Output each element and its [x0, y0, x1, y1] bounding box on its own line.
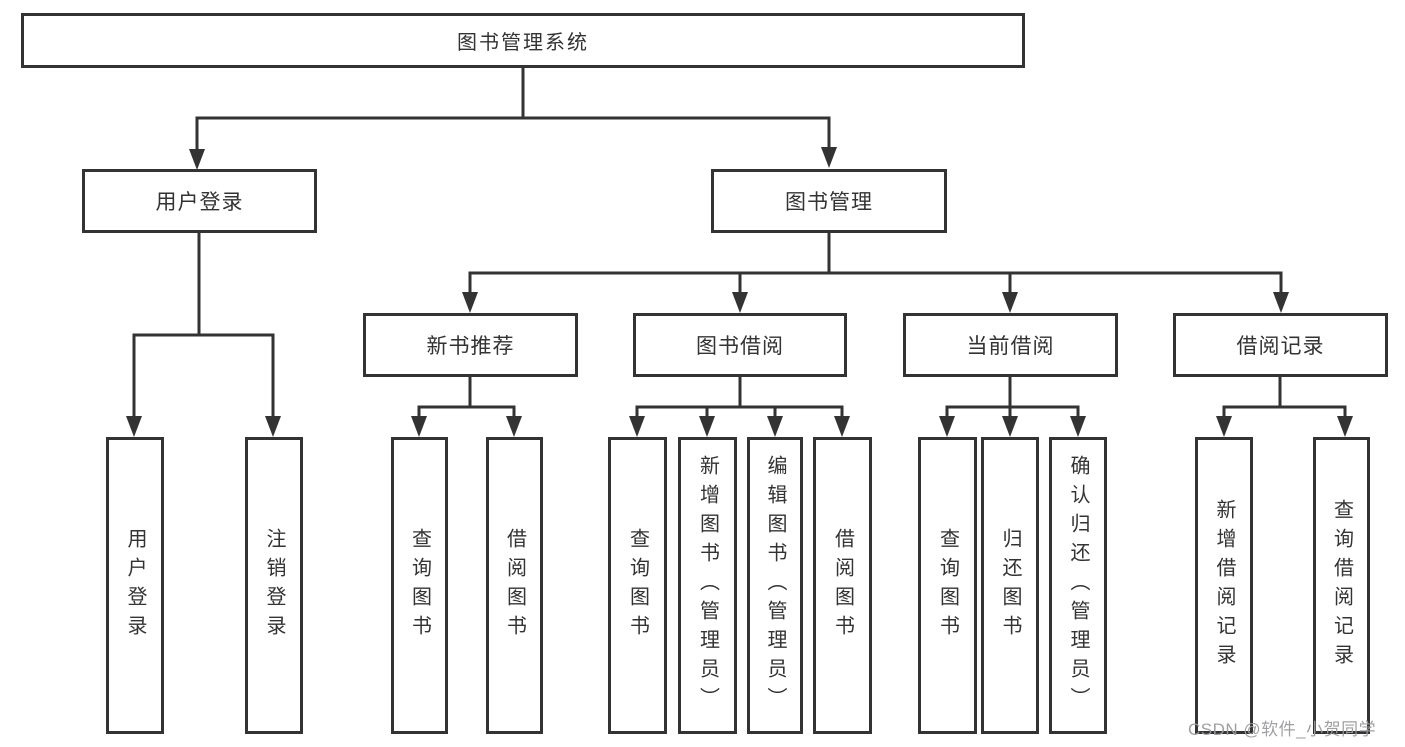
- arrowheads: [126, 147, 1353, 437]
- node-book-management-label: 图书管理: [785, 191, 873, 214]
- node-book-borrowing: 图书借阅: [633, 313, 847, 377]
- leaf-edit-books-admin: 编辑图书（管理员）: [747, 437, 803, 734]
- leaf-logout-label: 注销登录: [263, 527, 285, 644]
- wire-userlogin-to-leaves: [132, 231, 275, 337]
- leaf-borrow-books-recommend-label: 借阅图书: [503, 527, 526, 644]
- leaf-borrow-books-label: 借阅图书: [831, 527, 854, 644]
- node-current-borrowing: 当前借阅: [903, 313, 1118, 377]
- leaf-query-books-current-label: 查询图书: [936, 527, 959, 644]
- leaf-user-login-label: 用户登录: [124, 527, 146, 644]
- node-new-book-recommend-label: 新书推荐: [426, 335, 515, 358]
- leaf-return-books: 归还图书: [981, 437, 1039, 734]
- leaf-confirm-return-admin: 确认归还（管理员）: [1049, 437, 1107, 734]
- node-book-borrowing-label: 图书借阅: [696, 335, 784, 358]
- leaf-query-books-borrowing-label: 查询图书: [626, 527, 649, 644]
- wire-recommend-spine: [417, 375, 516, 409]
- leaf-query-books-current: 查询图书: [918, 437, 977, 734]
- leaf-query-books-recommend: 查询图书: [391, 437, 448, 734]
- leaf-query-borrowing-record-label: 查询借阅记录: [1330, 498, 1353, 673]
- wire-root-to-level2: [195, 66, 831, 120]
- wire-bookmgmt-to-level3: [468, 231, 1283, 275]
- csdn-watermark: CSDN @软件_小贺同学: [1188, 720, 1377, 739]
- leaf-add-books-admin-label: 新增图书（管理员）: [696, 455, 719, 716]
- leaf-query-books-recommend-label: 查询图书: [408, 527, 431, 644]
- node-new-book-recommend: 新书推荐: [363, 313, 578, 377]
- leaf-borrow-books-recommend: 借阅图书: [486, 437, 543, 734]
- leaf-return-books-label: 归还图书: [999, 527, 1021, 644]
- leaf-add-books-admin: 新增图书（管理员）: [678, 437, 737, 734]
- leaf-edit-books-admin-label: 编辑图书（管理员）: [764, 455, 786, 716]
- leaf-confirm-return-admin-label: 确认归还（管理员）: [1067, 455, 1089, 716]
- node-current-borrowing-label: 当前借阅: [966, 335, 1055, 358]
- wire-records-spine: [1222, 375, 1347, 409]
- node-borrowing-records: 借阅记录: [1173, 313, 1388, 377]
- leaf-add-borrowing-record: 新增借阅记录: [1195, 437, 1253, 734]
- node-borrowing-records-label: 借阅记录: [1236, 335, 1325, 358]
- wire-current-spine: [945, 375, 1080, 409]
- leaf-user-login: 用户登录: [106, 437, 164, 734]
- leaf-query-borrowing-record: 查询借阅记录: [1313, 437, 1370, 734]
- node-root: 图书管理系统: [21, 13, 1025, 68]
- node-root-label: 图书管理系统: [457, 32, 589, 54]
- node-book-management: 图书管理: [711, 169, 947, 233]
- wire-borrowing-spine: [635, 375, 844, 409]
- leaf-add-borrowing-record-label: 新增借阅记录: [1213, 498, 1235, 673]
- node-user-login-label: 用户登录: [155, 191, 244, 214]
- leaf-logout: 注销登录: [245, 437, 303, 734]
- leaf-query-books-borrowing: 查询图书: [608, 437, 667, 734]
- node-user-login: 用户登录: [82, 169, 317, 233]
- leaf-borrow-books: 借阅图书: [813, 437, 872, 734]
